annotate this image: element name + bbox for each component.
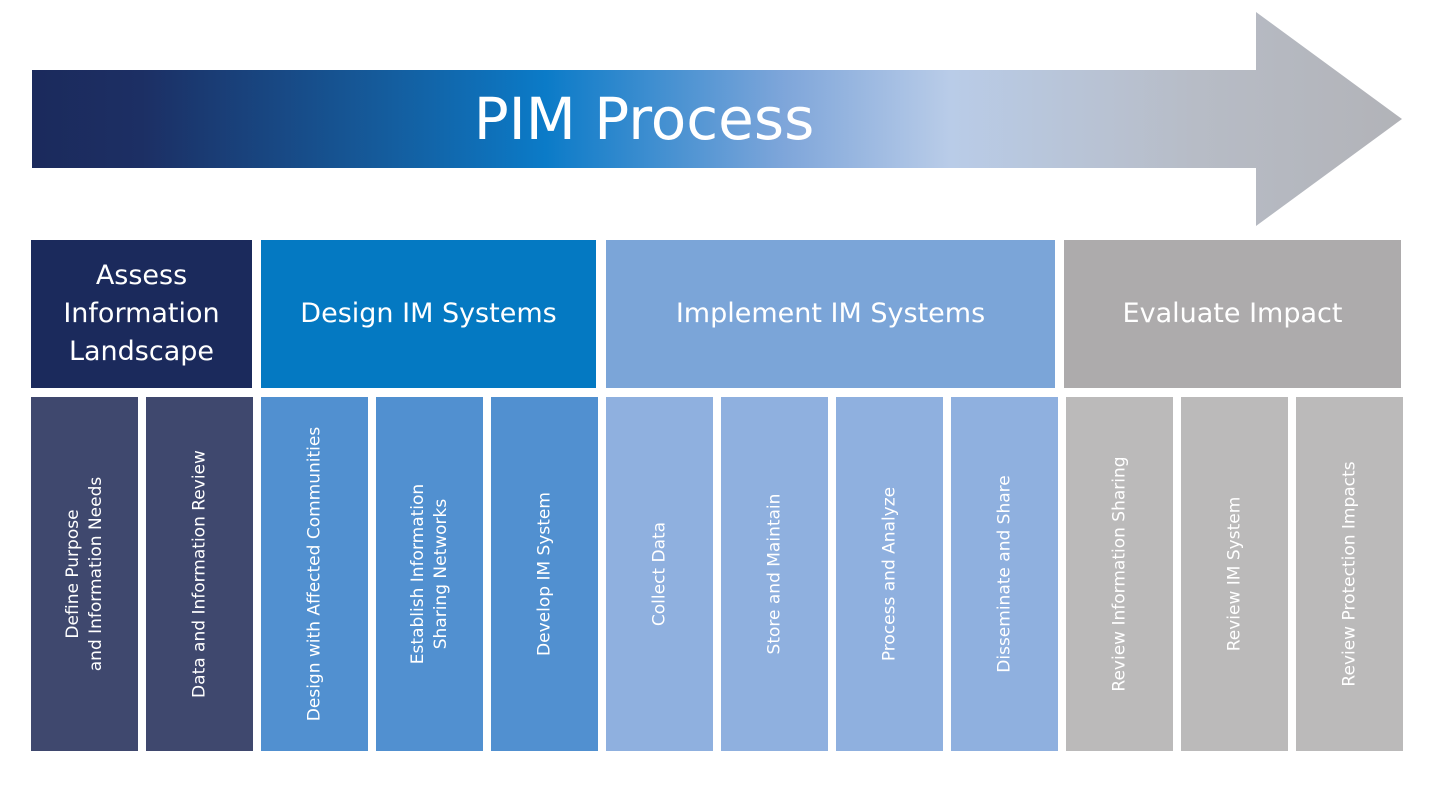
step-disseminate-share: Disseminate and Share [951, 397, 1058, 751]
step-label: Store and Maintain [764, 493, 784, 655]
step-store-maintain: Store and Maintain [721, 397, 828, 751]
process-arrow [32, 12, 1402, 226]
phase-assess-information-landscape: Assess Information Landscape [31, 240, 252, 388]
step-label: Review Protection Impacts [1339, 461, 1359, 687]
step-label: Establish Information Sharing Networks [407, 483, 451, 665]
step-label: Process and Analyze [879, 486, 899, 662]
step-review-im-system: Review IM System [1181, 397, 1288, 751]
step-label: Disseminate and Share [994, 475, 1014, 673]
step-establish-networks: Establish Information Sharing Networks [376, 397, 483, 751]
step-label: Define Purpose and Information Needs [62, 476, 106, 672]
step-review-information-sharing: Review Information Sharing [1066, 397, 1173, 751]
step-label: Design with Affected Communities [304, 426, 324, 722]
step-label: Data and Information Review [189, 450, 209, 698]
step-process-analyze: Process and Analyze [836, 397, 943, 751]
step-label: Collect Data [649, 521, 669, 627]
phase-design-im-systems: Design IM Systems [261, 240, 596, 388]
step-review-protection-impacts: Review Protection Impacts [1296, 397, 1403, 751]
step-collect-data: Collect Data [606, 397, 713, 751]
phase-evaluate-impact: Evaluate Impact [1064, 240, 1401, 388]
step-data-information-review: Data and Information Review [146, 397, 253, 751]
step-develop-im-system: Develop IM System [491, 397, 598, 751]
step-design-with-communities: Design with Affected Communities [261, 397, 368, 751]
phase-implement-im-systems: Implement IM Systems [606, 240, 1055, 388]
step-label: Review IM System [1224, 496, 1244, 652]
step-define-purpose: Define Purpose and Information Needs [31, 397, 138, 751]
step-label: Review Information Sharing [1109, 456, 1129, 692]
page-title: PIM Process [473, 85, 815, 153]
step-label: Develop IM System [534, 492, 554, 656]
